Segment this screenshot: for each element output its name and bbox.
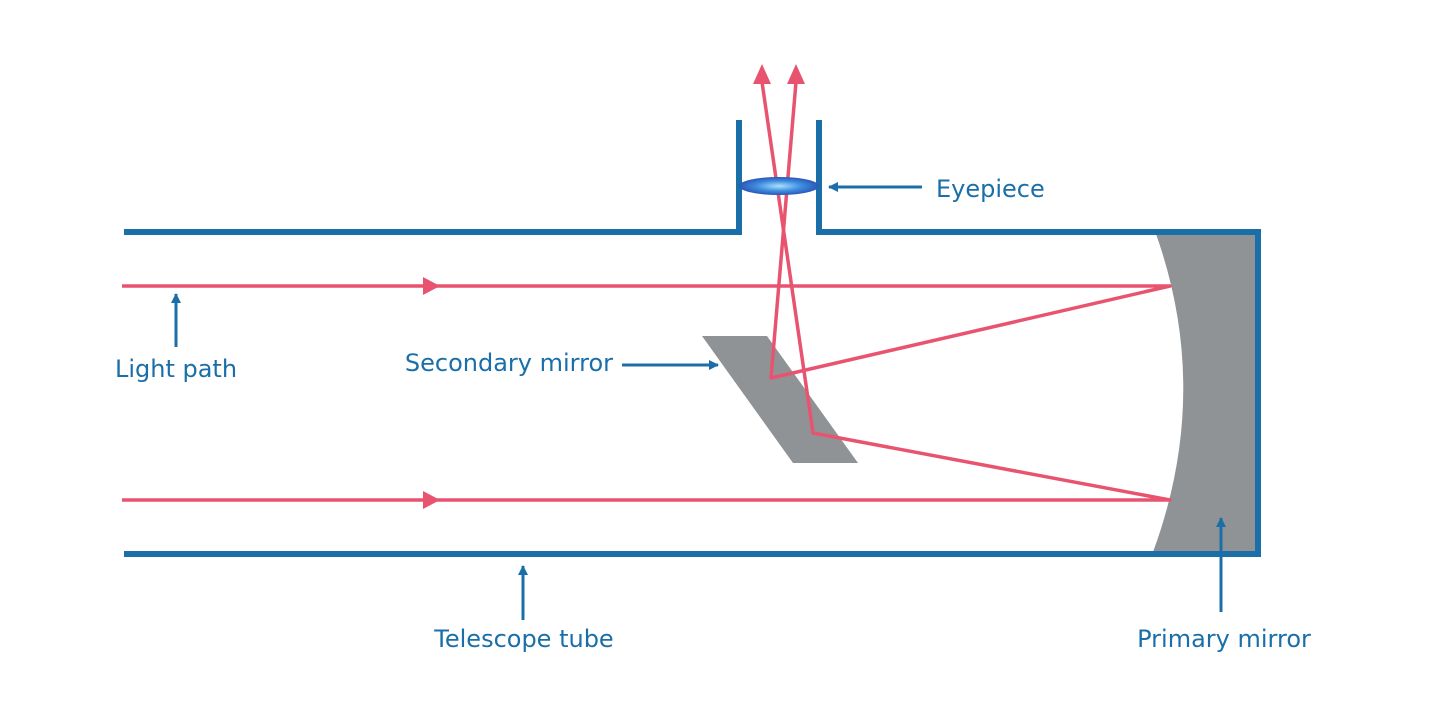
- primary-mirror-label: Primary mirror: [1137, 625, 1311, 653]
- secondary-mirror-label: Secondary mirror: [405, 349, 613, 377]
- eyepiece-label: Eyepiece: [936, 175, 1045, 203]
- light-rays: [122, 81, 1172, 502]
- light-ray-arrowheads: [423, 64, 805, 509]
- light-path-label: Light path: [115, 355, 237, 383]
- telescope-tube-outline: [124, 120, 1261, 557]
- telescope-tube-label: Telescope tube: [433, 625, 613, 653]
- primary-mirror-shape: [1153, 234, 1258, 552]
- label-pointers: [171, 182, 1226, 620]
- secondary-mirror-shape: [702, 336, 858, 463]
- eyepiece-lens: [739, 177, 819, 195]
